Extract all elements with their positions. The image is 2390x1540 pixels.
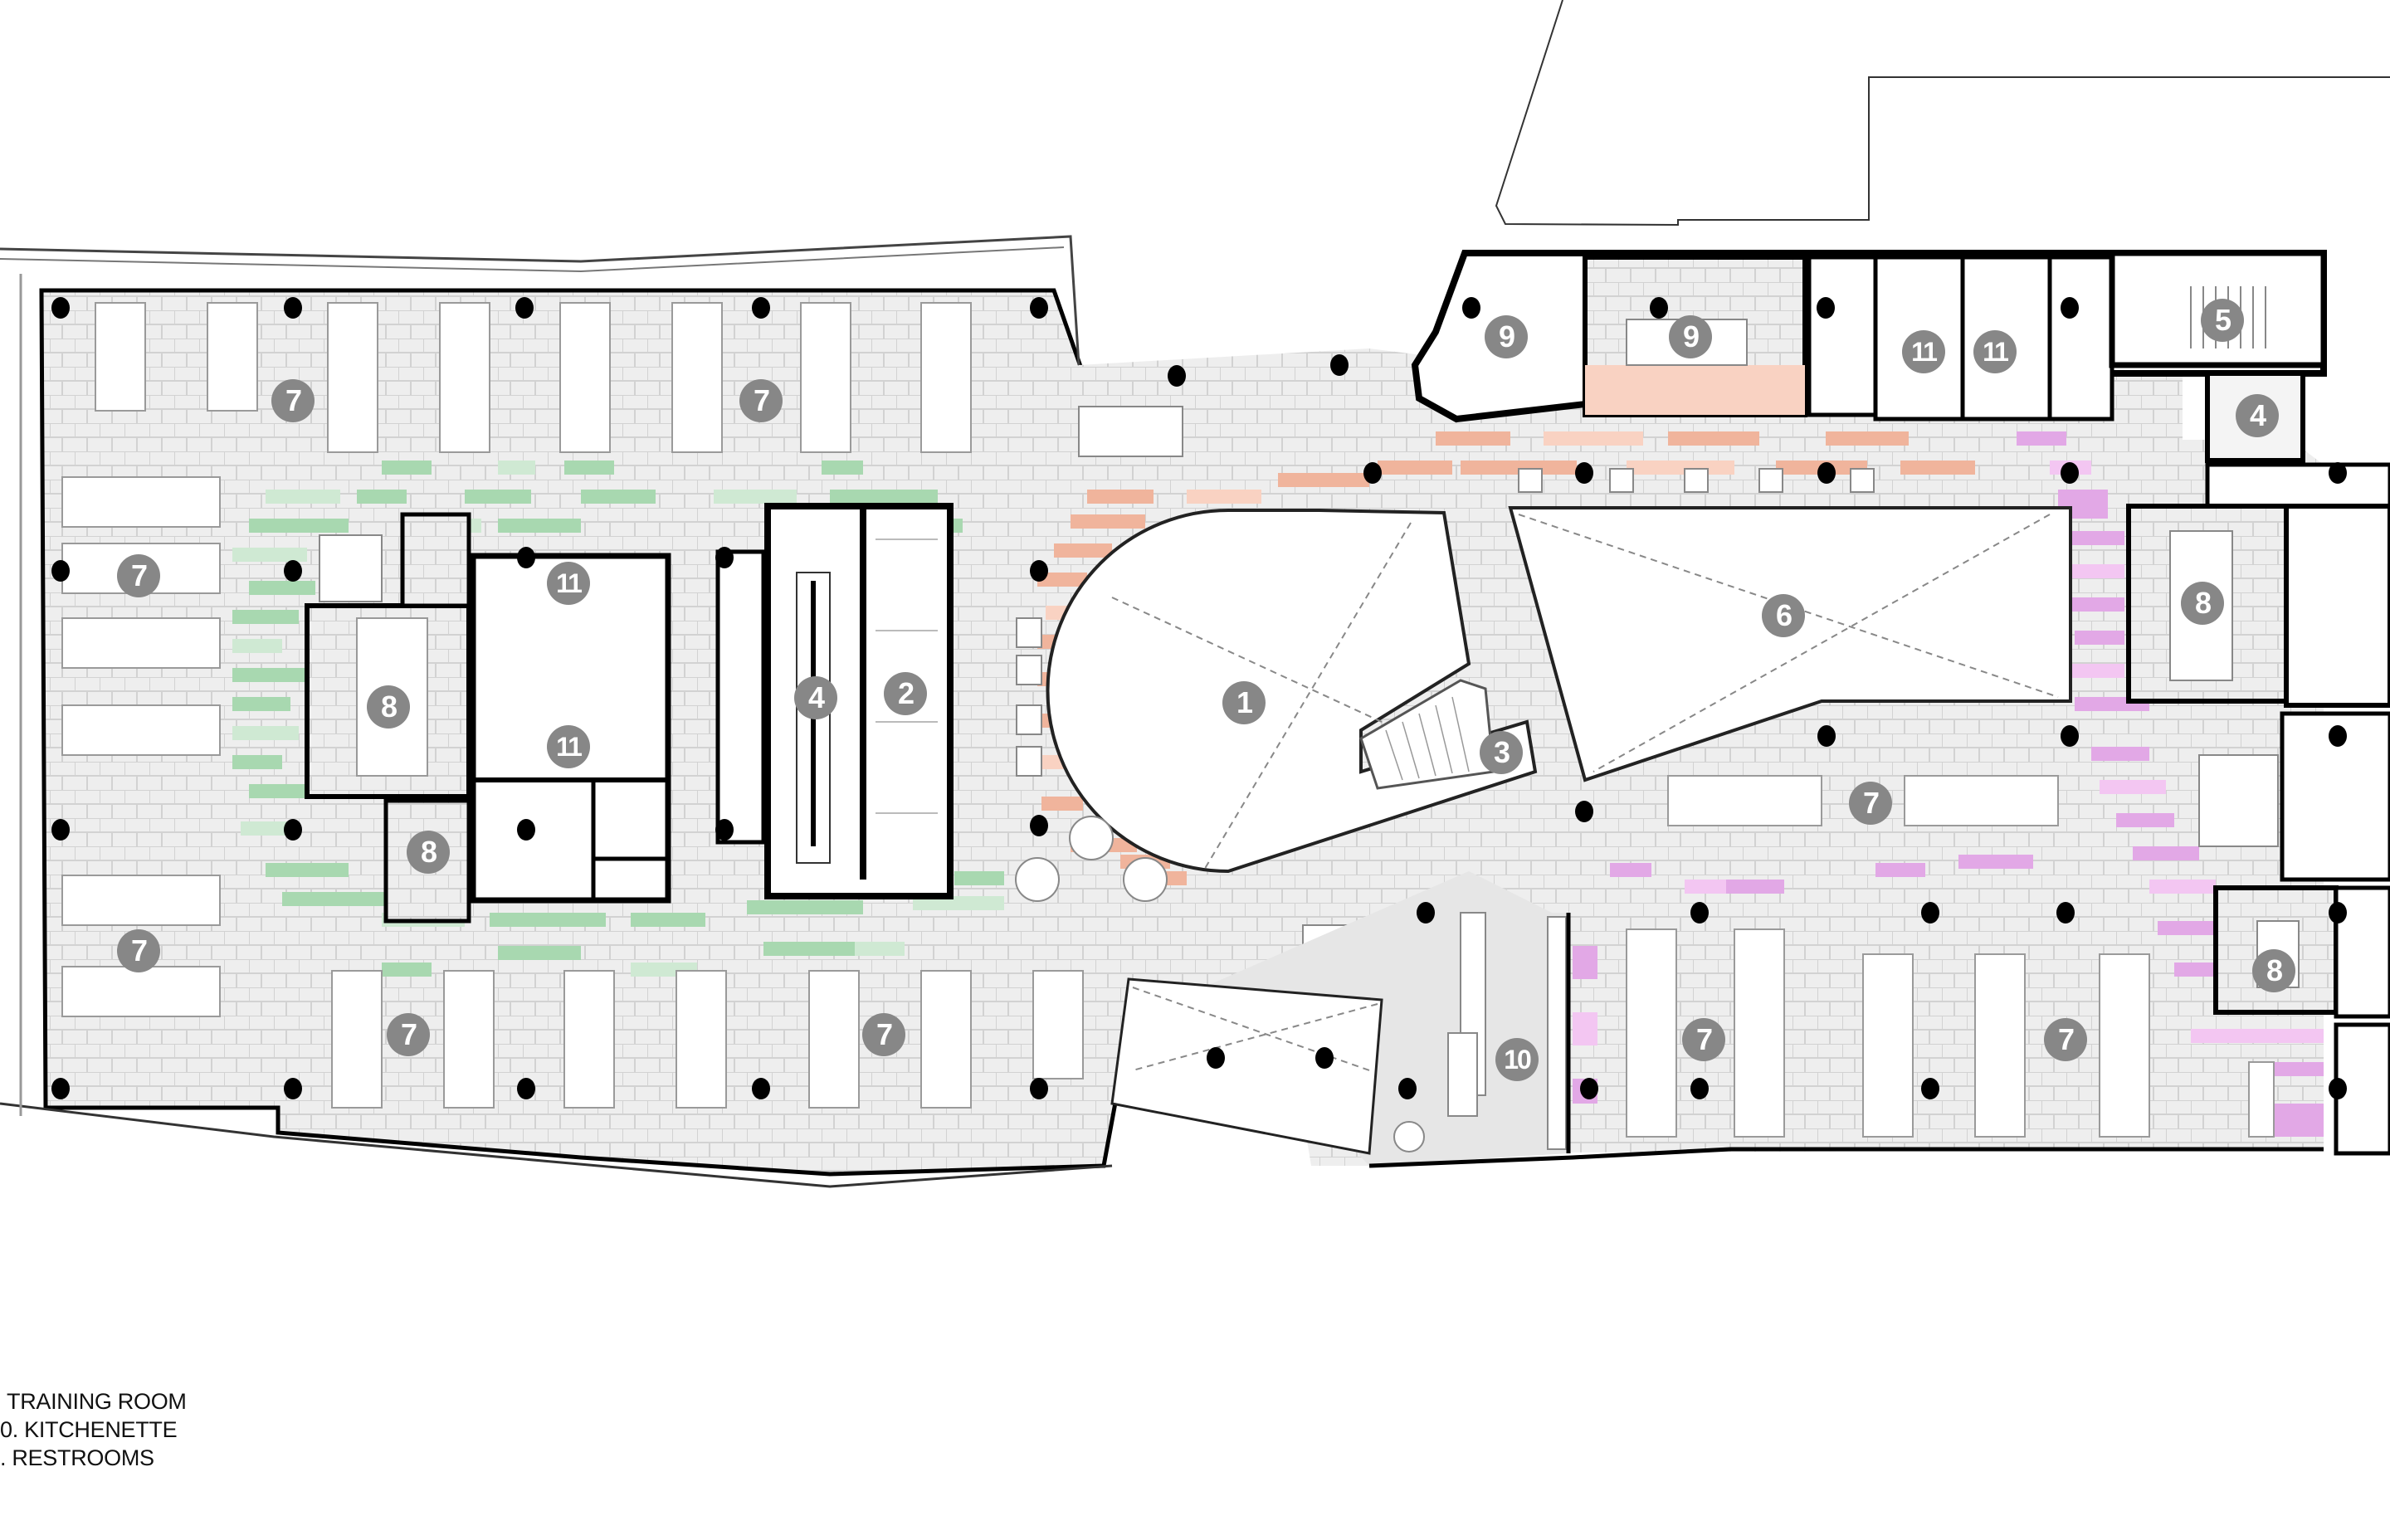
column-icon [1330,354,1349,376]
column-icon [1690,902,1709,924]
column-icon [284,297,302,319]
legend-item-training-room: TRAINING ROOM [7,1389,187,1414]
room-marker-8: 8 [407,831,450,874]
curtain-wall-north-inner [0,246,1065,273]
room-marker-7: 7 [1682,1018,1725,1061]
column-icon [752,297,770,319]
room-marker-7: 7 [271,379,315,422]
room-marker-11: 11 [547,725,590,768]
column-icon [515,297,534,319]
feature-stair [1359,679,1495,790]
column-icon [1650,297,1668,319]
curtain-wall-south [0,1102,1113,1188]
stair-treads [1385,696,1470,781]
room-marker-9: 9 [1669,315,1712,358]
kitchen-wall-counter [1547,916,1567,1150]
room-marker-11: 11 [547,562,590,605]
column-icon [51,560,70,582]
room-marker-2: 2 [884,672,927,715]
column-icon [1817,297,1835,319]
room-marker-3: 3 [1480,731,1523,774]
column-icon [1168,365,1186,387]
room-marker-1: 1 [1222,681,1266,724]
void-diagonal [1111,597,1436,748]
green-accent-tiles [232,461,1004,977]
curtain-wall-north [0,235,1080,366]
column-icon [1398,1078,1417,1099]
room-marker-7: 7 [117,554,160,597]
column-icon [1921,902,1939,924]
column-icon [2329,725,2347,747]
room-marker-11: 11 [1973,330,2017,373]
column-icon [284,819,302,841]
room-marker-8: 8 [2252,949,2295,992]
column-icon [51,1078,70,1099]
column-icon [1417,902,1435,924]
column-icon [51,819,70,841]
room-marker-8: 8 [2181,582,2224,625]
column-icon [1207,1047,1225,1069]
south-void [1110,977,1383,1155]
room-marker-8: 8 [367,685,410,729]
column-icon [284,560,302,582]
room-marker-7: 7 [739,379,783,422]
column-icon [2056,902,2075,924]
void-diagonal [1593,514,2051,772]
column-icon [1030,560,1048,582]
column-icon [2329,1078,2347,1099]
atrium-void-6 [1508,506,2072,782]
column-icon [1363,462,1382,484]
column-icon [284,1078,302,1099]
column-icon [715,547,734,568]
void-diagonal [1202,522,1412,872]
kitchen-island [1447,1032,1478,1117]
room-marker-9: 9 [1485,315,1528,358]
column-icon [2329,462,2347,484]
room-marker-4: 4 [2236,394,2279,437]
column-icon [1921,1078,1939,1099]
legend-item-restrooms: . RESTROOMS [0,1445,154,1470]
column-icon [1030,297,1048,319]
room-marker-6: 6 [1762,594,1805,637]
column-icon [1315,1047,1334,1069]
column-icon [1817,462,1836,484]
room-marker-7: 7 [1849,782,1892,825]
legend-item-kitchenette: 0. KITCHENETTE [0,1417,178,1442]
void-diagonal [1132,1003,1378,1071]
column-icon [517,547,535,568]
column-icon [2061,462,2079,484]
kitchen-cafe-table [1393,1121,1425,1153]
column-icon [1817,725,1836,747]
room-marker-7: 7 [862,1013,905,1056]
column-icon [1690,1078,1709,1099]
room-marker-5: 5 [2201,299,2244,342]
column-icon [2329,902,2347,924]
column-icon [715,819,734,841]
room-marker-10: 10 [1495,1038,1539,1081]
workstation-clusters-east [1626,775,2275,1138]
room-marker-7: 7 [117,929,160,972]
adjacent-building-outline [1495,0,2390,227]
column-icon [1030,1078,1048,1099]
column-icon [1462,297,1480,319]
column-icon [1575,462,1593,484]
column-icon [752,1078,770,1099]
room-marker-7: 7 [387,1013,430,1056]
column-icon [1030,815,1048,836]
column-icon [517,1078,535,1099]
room-marker-11: 11 [1902,330,1945,373]
column-icon [517,819,535,841]
legend: TRAINING ROOM 0. KITCHENETTE . RESTROOMS [0,1387,349,1472]
column-icon [1575,801,1593,822]
column-icon [2061,297,2079,319]
workstation-clusters-west [61,302,1084,1109]
room-marker-7: 7 [2044,1018,2087,1061]
room-marker-4: 4 [794,676,837,719]
column-icon [51,297,70,319]
column-icon [2061,725,2079,747]
column-icon [1580,1078,1598,1099]
east-wing-south-wall [1368,1147,2324,1168]
